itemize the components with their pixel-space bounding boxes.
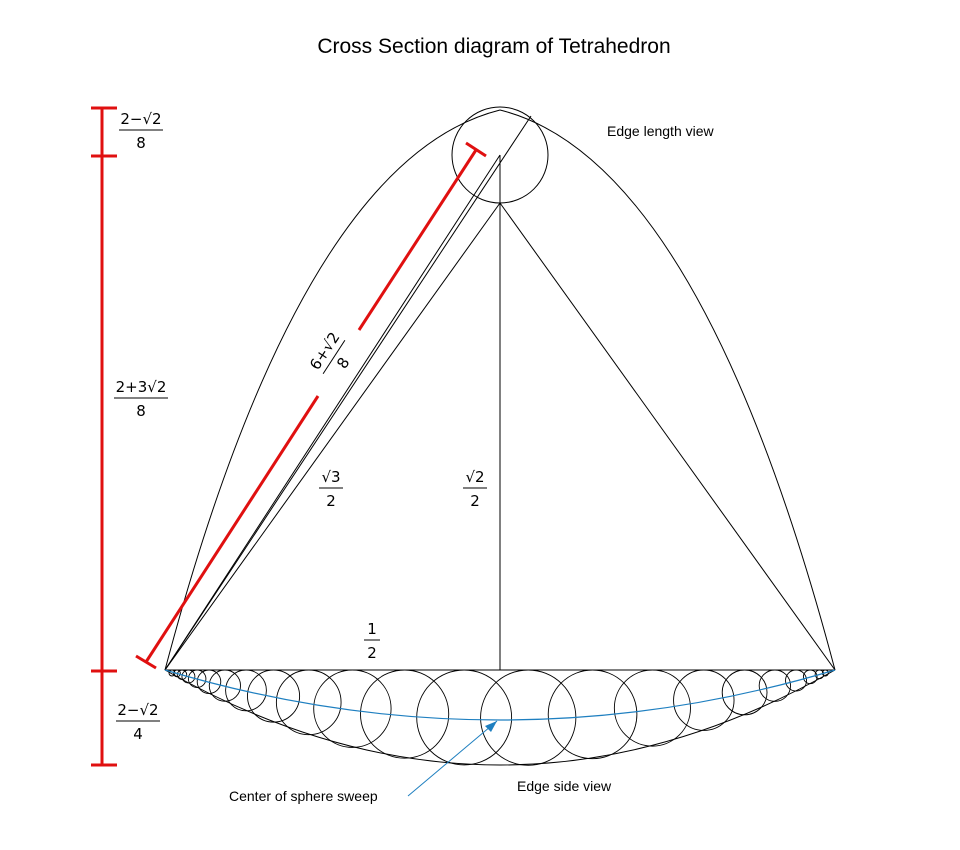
sqrt2-half-denominator: 2 xyxy=(470,492,480,510)
sweep-sphere-circle xyxy=(721,669,768,716)
sweep-sphere-circle xyxy=(673,669,735,731)
half-denominator: 2 xyxy=(367,644,377,662)
sphere-sweep-path xyxy=(164,669,836,721)
top-segment-denominator: 8 xyxy=(136,134,146,152)
middle-segment-numerator: 2+3√2 xyxy=(116,378,167,396)
sweep-sphere-circle xyxy=(802,669,818,685)
slant-dimension-denominator: 8 xyxy=(333,354,353,372)
sweep-sphere-circle xyxy=(181,669,196,684)
sweep-sphere-circle xyxy=(785,669,808,692)
bottom-segment-fraction: 2−√2 4 xyxy=(116,701,160,743)
slant-dimension-fraction: 6+√2 8 xyxy=(306,329,353,375)
slant-height-line xyxy=(164,154,501,671)
right-triangle-edge xyxy=(499,202,836,671)
edge-length-line xyxy=(164,115,532,671)
bottom-segment-numerator: 2−√2 xyxy=(117,701,158,719)
slant-dimension-lower xyxy=(144,395,320,663)
sweep-sphere-circle xyxy=(275,669,342,736)
right-outer-arc xyxy=(499,109,836,671)
edge-length-view-label: Edge length view xyxy=(607,123,715,139)
sweep-sphere-circle xyxy=(176,669,188,680)
slant-dimension-bar xyxy=(322,339,346,375)
sweep-sphere-circle xyxy=(173,669,181,678)
sqrt2-half-fraction: √2 2 xyxy=(463,468,487,510)
middle-segment-fraction: 2+3√2 8 xyxy=(114,378,168,420)
top-segment-numerator: 2−√2 xyxy=(120,110,161,128)
sweep-sphere-circle xyxy=(758,669,792,702)
sweep-sphere-circle xyxy=(547,669,638,760)
sweep-pointer-line xyxy=(407,720,498,797)
sweep-sphere-circle xyxy=(814,669,825,680)
sqrt3-half-denominator: 2 xyxy=(326,492,336,510)
sweep-sphere-circle xyxy=(196,669,222,695)
sweep-pointer-arrowhead xyxy=(485,721,497,732)
sweep-sphere-circle xyxy=(313,669,392,748)
sqrt3-half-numerator: √3 xyxy=(321,468,340,486)
diagram-title: Cross Section diagram of Tetrahedron xyxy=(317,35,670,58)
half-fraction: 1 2 xyxy=(364,620,380,662)
sphere-chain xyxy=(168,669,829,766)
slant-dimension-cap-bottom xyxy=(135,654,157,670)
sweep-sphere-circle xyxy=(613,669,691,747)
sweep-sphere-circle xyxy=(208,669,241,702)
sweep-sphere-circle xyxy=(247,669,301,723)
sweep-sphere-circle xyxy=(225,669,267,712)
half-numerator: 1 xyxy=(367,620,377,638)
sweep-sphere-circle xyxy=(480,669,577,766)
left-inner-edge xyxy=(164,202,501,671)
left-outer-arc xyxy=(164,109,501,671)
slant-dimension-upper xyxy=(357,149,478,331)
sweep-sphere-circle xyxy=(821,669,829,677)
sqrt2-half-numerator: √2 xyxy=(465,468,484,486)
slant-dimension-cap-top xyxy=(465,141,487,158)
edge-side-view-label: Edge side view xyxy=(517,778,612,794)
sphere-sweep-center-label: Center of sphere sweep xyxy=(229,788,378,804)
sweep-sphere-circle xyxy=(187,669,207,688)
sqrt3-half-fraction: √3 2 xyxy=(319,468,343,510)
sweep-sphere-circle xyxy=(360,669,450,759)
bottom-outer-arc xyxy=(164,669,836,766)
top-segment-fraction: 2−√2 8 xyxy=(119,110,163,152)
bottom-segment-denominator: 4 xyxy=(133,725,143,743)
middle-segment-denominator: 8 xyxy=(136,402,146,420)
